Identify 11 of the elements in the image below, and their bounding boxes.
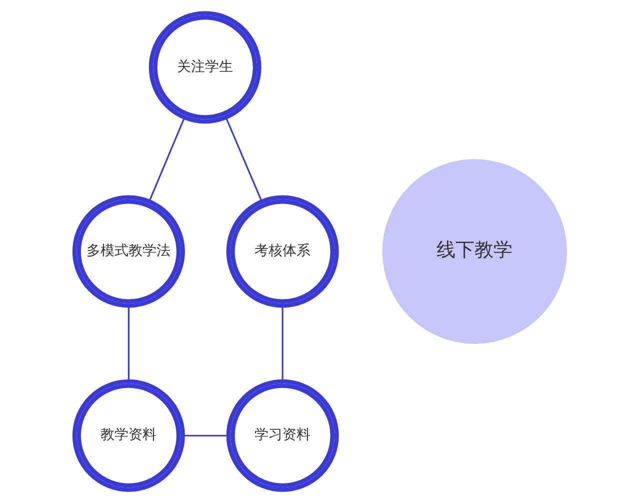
connector (281, 305, 283, 381)
connector (182, 434, 228, 436)
node-circle: 考核体系 (226, 194, 338, 308)
connector (224, 116, 262, 202)
node-circle: 教学资料 (72, 378, 184, 492)
connector (148, 116, 185, 201)
node-circle: 多模式教学法 (72, 194, 184, 308)
node-circle: 线下教学 (382, 158, 566, 344)
node-circle: 关注学生 (148, 10, 261, 124)
connector (127, 305, 129, 381)
node-circle: 学习资料 (226, 378, 338, 492)
